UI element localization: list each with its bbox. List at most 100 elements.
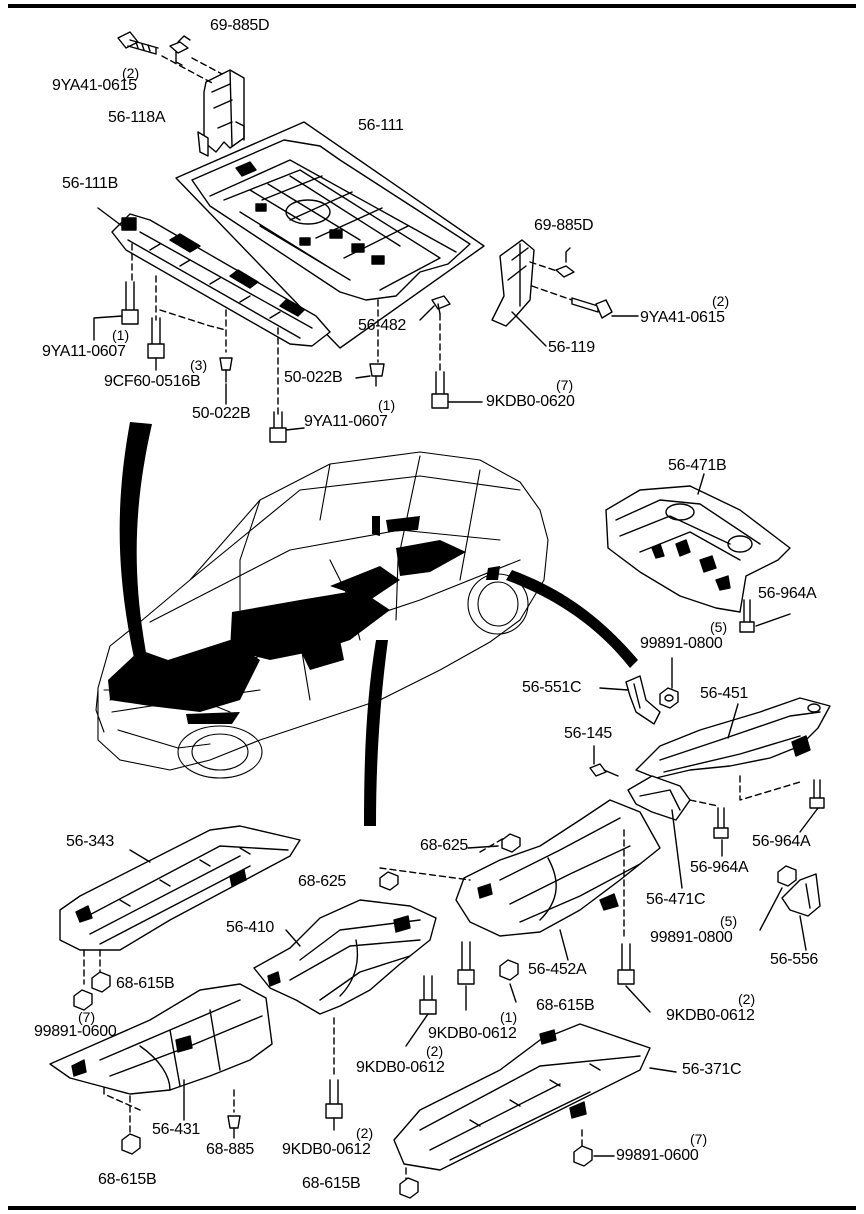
nut-68-615b-c (121, 1133, 141, 1155)
leader-99891-0800-lower (759, 887, 783, 931)
leader-56-371c (649, 1067, 677, 1073)
heat-shield-56-431 (49, 983, 273, 1095)
label-56-964a-right: 56-964A (752, 833, 811, 850)
clip-50-022b-mid (219, 357, 233, 383)
undercover-56-111b (111, 213, 331, 347)
clip-50-022b-low (369, 363, 385, 387)
clip-56-482 (431, 295, 451, 315)
leader-56-111b (97, 207, 123, 227)
leader-50-022b-low (355, 375, 371, 379)
pointer-arc-rear (506, 570, 638, 668)
bolt-56-964a-upper (739, 599, 755, 633)
label-56-371c: 56-371C (682, 1061, 742, 1078)
vehicle-highlight-areas (108, 516, 500, 724)
bolt-9kdb0-0612-a (457, 941, 475, 985)
label-9ya41-0615-right: 9YA41-0615 (640, 309, 725, 326)
undercover-56-343 (59, 825, 301, 951)
leader-56-410 (285, 929, 301, 947)
leader-9ya11-low (285, 427, 305, 431)
label-56-471b: 56-471B (668, 457, 727, 474)
leader-56-343 (129, 849, 151, 863)
label-9ya11-0607-left: 9YA11-0607 (42, 343, 126, 360)
label-56-471c: 56-471C (646, 891, 706, 908)
bracket-56-471c (627, 775, 691, 821)
leader-9ya11-left (93, 315, 123, 341)
top-border-rule (8, 4, 856, 8)
leader-9kdb0-0612-c (405, 1013, 429, 1047)
leader-68-625-right (467, 845, 499, 849)
label-99891-0800-upper: 99891-0800 (640, 635, 723, 652)
nut-99891-0600-a (73, 989, 93, 1011)
label-50-022b-low: 50-022B (284, 369, 343, 386)
label-9cf60-0516b: 9CF60-0516B (104, 373, 201, 390)
bolt-9ya41-top (117, 31, 159, 55)
bolt-9ya41-right (571, 297, 613, 319)
clip-69-885d-top (169, 35, 191, 66)
label-56-482: 56-482 (358, 317, 407, 334)
leader-9kdb0-0612-b (625, 985, 651, 1013)
label-56-410: 56-410 (226, 919, 275, 936)
heat-shield-56-451 (635, 697, 831, 779)
bolt-9cf60 (147, 317, 165, 359)
bolt-56-145 (589, 763, 619, 777)
label-56-111: 56-111 (358, 117, 404, 134)
qty-99891-0600-b: (7) (690, 1131, 708, 1147)
leader-56-556 (799, 915, 807, 951)
qty-9kdb0-0612-d: (2) (356, 1125, 374, 1141)
qty-9ya41-right: (2) (712, 293, 730, 309)
heat-shield-56-471b (605, 485, 791, 613)
label-9kdb0-0612-d: 9KDB0-0612 (282, 1141, 371, 1158)
leader-69-885d-right-dash (529, 261, 561, 273)
leader-68-625-left-dash (379, 867, 471, 881)
nut-68-625-right (501, 833, 521, 853)
label-99891-0600-a: 99891-0600 (34, 1023, 117, 1040)
nut-99891-0600-b (573, 1145, 593, 1167)
label-68-615b-bottom: 68-615B (302, 1175, 361, 1192)
leader-9ya41-right-dash (531, 285, 573, 301)
nut-68-615b-b (91, 971, 111, 993)
label-56-145: 56-145 (564, 725, 613, 742)
bolt-9ya11-low (269, 411, 287, 443)
label-56-118a: 56-118A (108, 109, 166, 126)
label-99891-0600-b: 99891-0600 (616, 1147, 699, 1164)
qty-9kdb0-0612-c: (2) (426, 1043, 444, 1059)
leader-56-451-dash (739, 775, 801, 801)
label-56-111b: 56-111B (62, 175, 119, 192)
nut-99891-0800-upper (659, 687, 679, 709)
undercover-56-371c (393, 1023, 651, 1171)
label-56-343: 56-343 (66, 833, 115, 850)
leader-68-615b-a (509, 983, 517, 1003)
label-9kdb0-0612-b: 9KDB0-0612 (666, 1007, 755, 1024)
nut-68-625-left (379, 871, 399, 891)
qty-99891-0800-upper: (5) (710, 619, 728, 635)
bracket-56-551c (625, 675, 661, 725)
leader-68-615b-c-dash (103, 1087, 141, 1111)
leader-56-964a-mid-dash (689, 799, 719, 807)
label-56-452a: 56-452A (528, 961, 587, 978)
label-69-885d-top: 69-885D (210, 17, 270, 34)
leader-56-964a-right (799, 807, 819, 833)
leader-68-625-right-dash (479, 837, 505, 853)
bracket-56-118a (197, 69, 245, 157)
label-9ya11-0607-low: 9YA11-0607 (304, 413, 388, 430)
pointer-arc-center (364, 640, 388, 826)
qty-9ya11-low: (1) (378, 397, 396, 413)
nut-68-615b-d (399, 1177, 419, 1199)
group-outline-56-111 (175, 121, 485, 349)
qty-9kdb0-0612-b: (2) (738, 991, 756, 1007)
leader-56-471b (697, 473, 705, 495)
label-56-964a-mid: 56-964A (690, 859, 749, 876)
clip-69-885d-right (555, 247, 575, 278)
label-56-556: 56-556 (770, 951, 819, 968)
label-56-451: 56-451 (700, 685, 749, 702)
bottom-border-rule (8, 1206, 856, 1210)
qty-9kdb0-0612-a: (1) (500, 1009, 518, 1025)
label-9kdb0-0612-a: 9KDB0-0612 (428, 1025, 517, 1042)
drop-line-7 (159, 309, 227, 331)
label-56-964a-upper: 56-964A (758, 585, 817, 602)
bolt-9kdb0-0612-b (617, 943, 635, 985)
label-68-615b-left: 68-615B (116, 975, 175, 992)
undercover-56-111 (191, 139, 471, 301)
